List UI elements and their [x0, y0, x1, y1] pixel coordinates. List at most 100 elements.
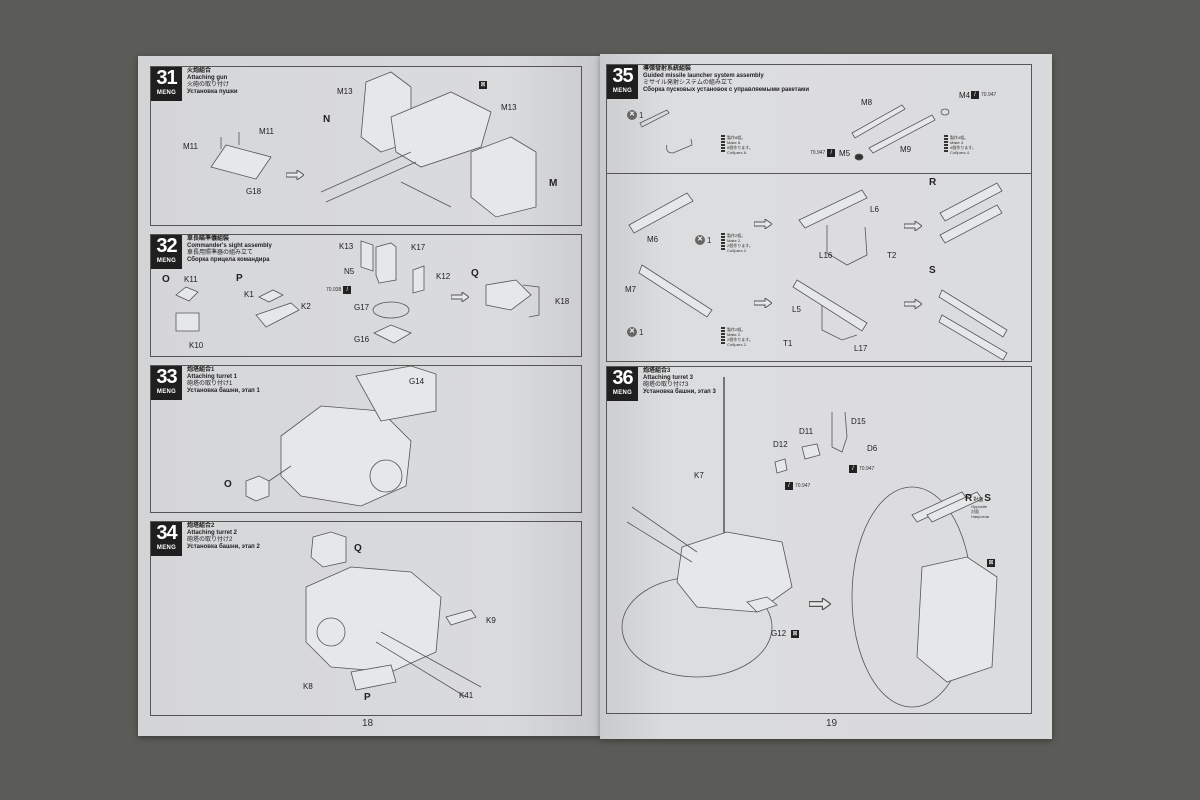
subassembly-label: O	[224, 479, 232, 490]
part-label: K41	[459, 691, 474, 700]
step-header: 32 MENG 車長瞄準儀組裝 Commander's sight assemb…	[151, 235, 272, 269]
brand-logo: MENG	[156, 258, 177, 264]
part-label: M6	[647, 235, 659, 244]
part-label: L6	[870, 205, 879, 214]
part-label: N5	[344, 267, 355, 276]
step-number: 35	[612, 65, 633, 87]
left-page: 31 MENG 火炮組合 Attaching gun 火砲の取り付け Устан…	[138, 56, 600, 736]
note-cn: 製作2組。	[727, 233, 746, 238]
part-label: G18	[246, 187, 262, 196]
right-arrow-icon	[451, 292, 469, 302]
multiply-icon: ✕	[695, 235, 705, 245]
note-en: Make 8.	[727, 140, 742, 145]
title-en: Attaching turret 2	[187, 530, 238, 536]
step-titles: 炮塔組合3 Attaching turret 3 砲塔の取り付け3 Устано…	[643, 368, 716, 396]
step-header: 31 MENG 火炮組合 Attaching gun 火砲の取り付け Устан…	[151, 67, 238, 101]
paint-code: 70.947	[859, 466, 875, 472]
title-jp: 火砲の取り付け	[187, 82, 230, 88]
step-header: 36 MENG 炮塔組合3 Attaching turret 3 砲塔の取り付け…	[607, 367, 716, 401]
missile-launcher-drawing	[628, 104, 1008, 361]
make-note: 製作2組。Make 2.2個作ります。Собрать 2.	[721, 327, 753, 347]
right-arrow-icon	[754, 298, 772, 308]
note-cn: 製作4組。	[950, 135, 969, 140]
title-ru: Установка пушки	[187, 89, 238, 95]
section-divider	[607, 173, 1031, 174]
note-ru: Собрать 8.	[727, 150, 748, 155]
multiply-icon: ✕	[627, 327, 637, 337]
paint-brush-icon: /	[971, 91, 979, 99]
title-ru: Установка башни, этап 1	[187, 388, 260, 394]
quantity: 1	[639, 110, 644, 120]
part-label: M9	[900, 145, 912, 154]
gun-mantlet-drawing	[210, 71, 537, 218]
step-number: 34	[156, 522, 177, 544]
make-note: 製作2組。Make 2.2個作ります。Собрать 2.	[721, 233, 753, 253]
title-jp: 砲塔の取り付け3	[643, 382, 689, 388]
subassembly-label: R	[929, 177, 937, 188]
turret-drawing	[305, 531, 482, 698]
opposite-ru: Напротив	[971, 514, 989, 519]
subassembly-label: P	[236, 273, 243, 284]
part-label: D15	[851, 417, 866, 426]
part-label: K1	[244, 290, 254, 299]
step-number: 36	[612, 367, 633, 389]
note-jp: 2個作ります。	[727, 243, 753, 248]
step-36-panel: 36 MENG 炮塔組合3 Attaching turret 3 砲塔の取り付け…	[606, 366, 1032, 714]
part-label: G12	[771, 629, 787, 638]
title-cn: 炮塔組合1	[187, 367, 215, 373]
part-label: T1	[783, 339, 793, 348]
paint-code: 70.947	[795, 483, 811, 489]
step-34-panel: 34 MENG 炮塔組合2 Attaching turret 2 砲塔の取り付け…	[150, 521, 582, 716]
note-icon	[721, 327, 725, 345]
step-32-panel: 32 MENG 車長瞄準儀組裝 Commander's sight assemb…	[150, 234, 582, 357]
make-note: 製作4組。Make 4.4個作ります。Собрать 4.	[944, 135, 976, 155]
part-label: M4	[959, 91, 971, 100]
part-label: M13	[501, 103, 517, 112]
subassembly-label: R	[965, 493, 973, 504]
step-badge: 34 MENG	[151, 522, 182, 556]
turret-drawing	[621, 377, 998, 708]
subassembly-label: Q	[471, 268, 479, 279]
part-label: K18	[555, 297, 570, 306]
part-label: K2	[301, 302, 311, 311]
step-titles: 車長瞄準儀組裝 Commander's sight assembly 車長用照準…	[187, 236, 272, 264]
step-header: 34 MENG 炮塔組合2 Attaching turret 2 砲塔の取り付け…	[151, 522, 260, 556]
title-jp: ミサイル発射システムの組み立て	[643, 80, 733, 86]
turret-drawing	[245, 365, 437, 507]
title-cn: 火炮組合	[187, 68, 212, 74]
step-badge: 35 MENG	[607, 65, 638, 99]
title-cn: 炮塔組合3	[643, 368, 671, 374]
title-en: Attaching turret 3	[643, 375, 694, 381]
quantity-callout: ✕ 1	[627, 327, 643, 337]
subassembly-label: P	[364, 692, 371, 703]
brand-logo: MENG	[156, 90, 177, 96]
page-number: 19	[826, 718, 838, 729]
part-label: K12	[436, 272, 451, 281]
step-badge: 33 MENG	[151, 366, 182, 400]
note-en: Make 2.	[727, 238, 742, 243]
part-label: K7	[694, 471, 704, 480]
decal-icon: ⊠	[791, 630, 799, 638]
multiply-icon: ✕	[627, 110, 637, 120]
note-en: Make 2.	[727, 332, 742, 337]
part-label: M	[549, 178, 558, 189]
part-label: K10	[189, 341, 204, 350]
opposite-cn: 對面	[973, 497, 984, 503]
title-en: Attaching gun	[187, 75, 228, 81]
note-ru: Собрать 2.	[727, 248, 748, 253]
part-label: M7	[625, 285, 637, 294]
right-page: 35 MENG 導彈發射系統組裝 Guided missile launcher…	[600, 54, 1052, 739]
note-icon	[721, 233, 725, 251]
paint-brush-icon: /	[827, 149, 836, 157]
note-cn: 製作2組。	[727, 327, 746, 332]
part-label: L5	[792, 305, 801, 314]
subassembly-label: S	[929, 265, 936, 276]
brand-logo: MENG	[612, 390, 633, 396]
sight-assembly-drawing	[175, 240, 540, 344]
paint-brush-icon: /	[849, 465, 857, 473]
step-badge: 32 MENG	[151, 235, 182, 269]
part-label: D6	[867, 444, 878, 453]
quantity-callout: ✕ 1	[627, 110, 643, 120]
step-number: 33	[156, 366, 177, 388]
right-arrow-icon	[904, 299, 922, 309]
